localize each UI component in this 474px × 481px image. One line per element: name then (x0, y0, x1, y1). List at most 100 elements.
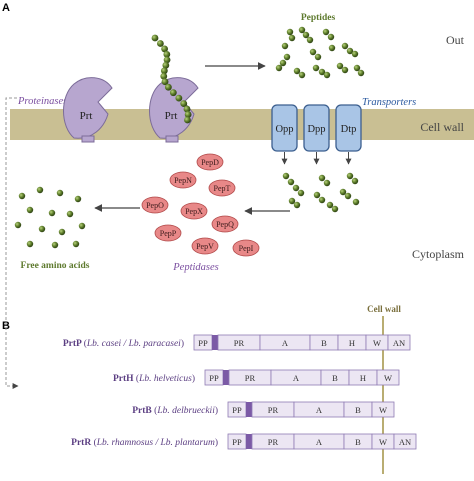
row-label: PrtB (Lb. delbrueckii) (132, 405, 218, 416)
domain-label: H (349, 338, 355, 348)
bead (160, 72, 168, 80)
bead (302, 31, 310, 39)
bead (183, 105, 191, 113)
bead (180, 100, 188, 107)
bead (352, 198, 360, 206)
transporter-label-dpp: Dpp (307, 124, 325, 135)
domain-label: PR (245, 373, 256, 383)
peptidase-pept: PepT (208, 179, 236, 197)
bead (161, 78, 169, 86)
bead (51, 241, 59, 249)
bead (156, 40, 164, 47)
bead (323, 71, 331, 79)
domain-pr: PR (251, 401, 295, 418)
domain-pp: PP (204, 369, 224, 386)
domain-an: AN (393, 433, 417, 450)
panel-label-a: A (2, 2, 10, 14)
domain-a: A (259, 334, 311, 351)
bead (309, 48, 317, 56)
bead (287, 178, 295, 186)
bead (314, 53, 322, 61)
bead (283, 53, 291, 61)
bead (293, 67, 301, 75)
bead (279, 59, 287, 67)
peptidase-label: PepV (196, 242, 214, 251)
transporter-dpp: Dpp (303, 104, 330, 152)
domain-label: A (293, 373, 300, 383)
bead (36, 186, 44, 194)
bead (163, 56, 171, 64)
bead (293, 201, 301, 209)
bead (175, 94, 183, 102)
domain-label: AN (399, 437, 411, 447)
bead (297, 189, 305, 197)
domain-w: W (371, 433, 395, 450)
domain-an: AN (387, 334, 411, 351)
bead (164, 83, 172, 91)
bead (48, 209, 56, 217)
peptidase-pepp: PepP (154, 224, 182, 242)
bead (58, 228, 66, 236)
bead (162, 61, 170, 69)
bead (326, 201, 334, 209)
domain-label: PP (232, 437, 242, 447)
bead (336, 62, 344, 70)
signal-bar (246, 434, 252, 449)
bead (298, 71, 306, 79)
bead (74, 195, 82, 203)
peptidase-pepi: PepI (232, 239, 260, 257)
bead (318, 174, 326, 182)
domain-label: W (384, 373, 392, 383)
domain-label: W (379, 437, 387, 447)
bead (282, 172, 290, 180)
transporter-dtp: Dtp (335, 104, 362, 152)
prt-label-2: Prt (165, 110, 178, 122)
bead (339, 188, 347, 196)
peptidase-label: PepO (146, 201, 164, 210)
domain-label: A (316, 405, 323, 415)
bead (151, 34, 159, 42)
peptidase-label: PepP (160, 229, 177, 238)
domain-w: W (365, 334, 389, 351)
peptidases-label: Peptidases (172, 262, 219, 273)
bead (346, 47, 354, 55)
bead (286, 28, 294, 36)
transporter-opp: Opp (271, 104, 298, 152)
peptides-outside (275, 26, 365, 79)
transporter-label-opp: Opp (275, 124, 293, 135)
domain-pp: PP (193, 334, 213, 351)
bead (66, 210, 74, 218)
bead (288, 34, 296, 42)
bead (26, 240, 34, 248)
domain-a: A (293, 401, 345, 418)
transporters-label: Transporters (362, 97, 416, 108)
cytoplasm-label: Cytoplasm (412, 247, 465, 261)
domain-label: PR (234, 338, 245, 348)
dashed-connector (5, 97, 19, 389)
bead (327, 33, 335, 41)
bead (306, 36, 314, 44)
bead (351, 177, 359, 185)
bead (328, 44, 336, 52)
domain-label: W (373, 338, 381, 348)
peptidase-label: PepN (174, 176, 192, 185)
bead (312, 64, 320, 72)
domain-label: H (360, 373, 366, 383)
domain-label: A (282, 338, 289, 348)
prt-label-1: Prt (80, 110, 93, 122)
bead (38, 225, 46, 233)
bead (318, 196, 326, 204)
domain-b: B (320, 369, 350, 386)
bead (281, 42, 289, 50)
domain-h: H (348, 369, 378, 386)
peptidase-pepq: PepQ (211, 215, 239, 233)
bead (169, 89, 177, 97)
row-label: PrtH (Lb. helveticus) (113, 373, 195, 384)
bead (56, 189, 64, 197)
protein-chain (151, 34, 192, 124)
